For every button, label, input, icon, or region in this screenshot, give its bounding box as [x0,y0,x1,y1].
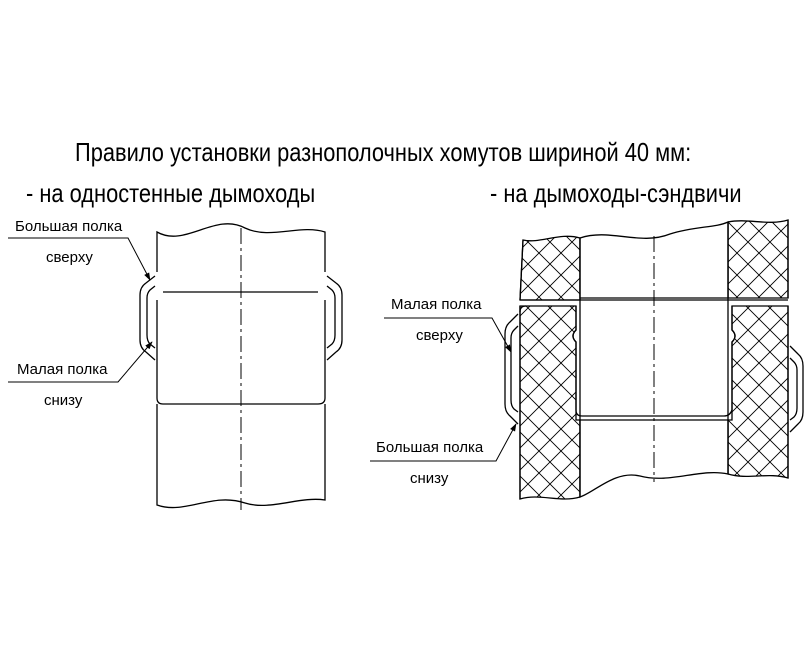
lower-socket-top [519,305,527,313]
right-label-bottom-line1: Большая полка [376,439,484,456]
right-label-top-line2: сверху [416,327,463,344]
right-label-top-line1: Малая полка [391,296,482,313]
right-leader-top [384,317,512,353]
right-clamp-inner [326,285,336,349]
lower-pipe-continuation [156,404,326,509]
left-label-bottom-line1: Малая полка [17,361,108,378]
left-clamp-profile [139,275,156,361]
upper-pipe [156,223,326,272]
right-diagram-left-clamp [504,313,519,425]
inner-joint [572,306,736,417]
right-diagram-left-clamp-inner [510,325,519,413]
insulation-left [519,235,581,301]
insulation-right-lower [727,305,789,479]
single-wall-chimney-drawing [8,223,343,510]
right-leader-bottom [370,423,517,462]
outer-casing-left [519,239,524,499]
right-clamp-profile [326,275,343,361]
left-leader-bottom [8,341,153,383]
right-diagram-right-clamp [789,345,804,433]
left-label-top-line1: Большая полка [15,218,123,235]
sandwich-chimney-drawing [370,219,804,500]
insulation-left-lower [519,305,581,500]
left-label-bottom-line2: снизу [44,392,83,409]
left-subtitle: - на одностенные дымоходы [26,178,316,208]
right-label-bottom-line2: снизу [410,470,449,487]
left-clamp-inner [146,285,156,349]
left-label-top-line2: сверху [46,249,93,266]
diagram-title: Правило установки разнополочных хомутов … [75,137,692,167]
left-leader-top [8,237,151,281]
insulation-right [727,219,789,299]
inner-tube-upper [579,220,729,299]
right-diagram-right-clamp-inner [789,357,798,421]
right-subtitle: - на дымоходы-сэндвичи [490,178,742,208]
